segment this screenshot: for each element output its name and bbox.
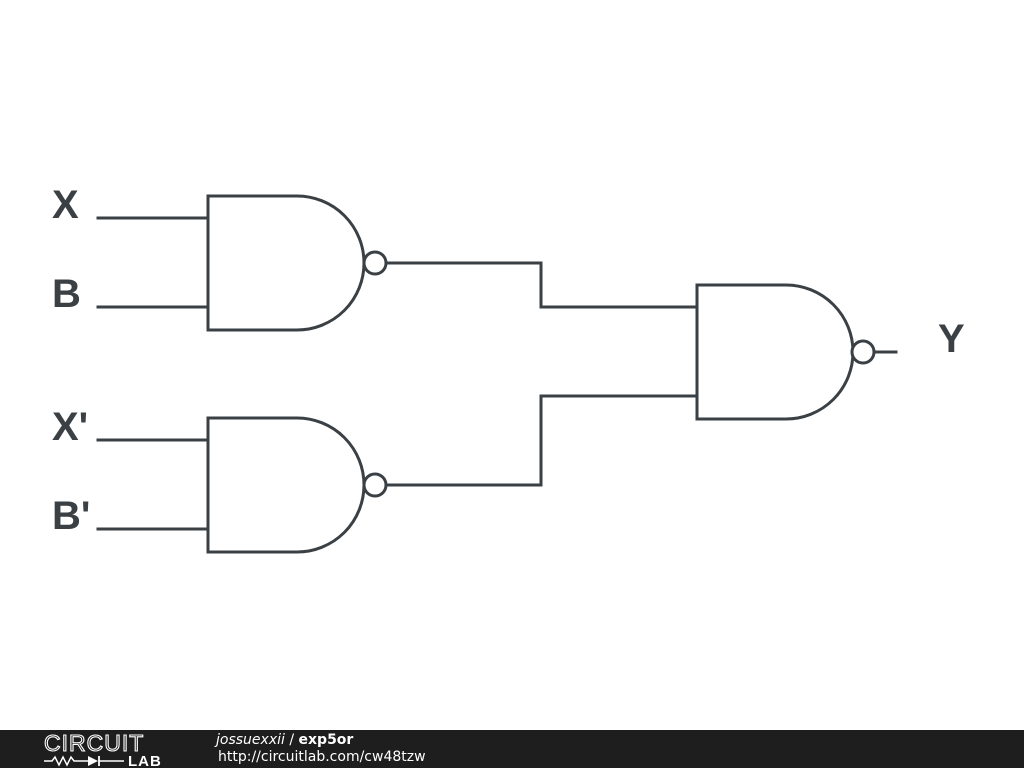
input-label-b-prime: B' [52, 494, 90, 538]
nand-gate-1 [206, 194, 366, 332]
wire-gate2-to-gate3 [384, 394, 699, 487]
resistor-diode-icon [44, 755, 124, 767]
project-meta: jossuexxii / exp5or http://circuitlab.co… [216, 732, 426, 766]
input-label-x-prime: X' [52, 405, 88, 449]
logo-lab-text: LAB [128, 753, 162, 767]
nand-gate-3-bubble [850, 339, 876, 365]
wire-gate1-to-gate3 [384, 261, 699, 309]
nand-gate-1-bubble [362, 250, 388, 276]
footer-bar: CIRCUIT LAB jossuexxii / exp5or http://c… [0, 730, 1024, 768]
input-label-x: X [52, 183, 79, 227]
path-separator: / [284, 732, 299, 748]
input-label-b: B [52, 272, 81, 316]
output-label-y: Y [938, 317, 965, 361]
circuitlab-logo[interactable]: CIRCUIT LAB [42, 731, 182, 767]
nand-gate-3 [695, 283, 855, 421]
circuit-schematic: X B X' B' Y [52, 183, 965, 554]
project-name[interactable]: exp5or [298, 732, 354, 748]
author-name[interactable]: jossuexxii [216, 732, 285, 748]
project-url[interactable]: http://circuitlab.com/cw48tzw [218, 749, 426, 765]
logo-circuit-text: CIRCUIT [44, 731, 144, 756]
nand-gate-2-bubble [362, 472, 388, 498]
nand-gate-2 [206, 416, 366, 554]
